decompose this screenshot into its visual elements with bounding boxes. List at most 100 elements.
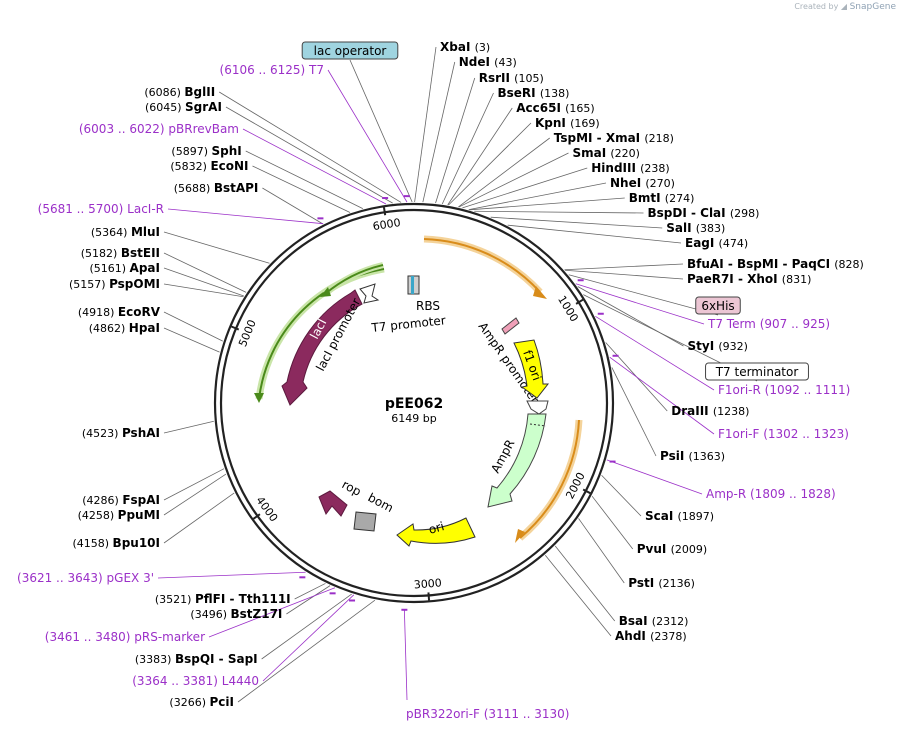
leader-line xyxy=(163,267,244,297)
feature-rbs-label: RBS xyxy=(416,299,440,313)
leader-line xyxy=(163,420,214,434)
primer-F1oriR-part: (1092 .. 1111) xyxy=(765,383,851,397)
primer-pBRrevBam-part: (6003 .. 6022) xyxy=(79,122,169,136)
snapgene-logo-icon: ◢ xyxy=(840,2,848,11)
leader-line xyxy=(507,224,682,244)
site-BseRI-part: (138) xyxy=(540,87,570,100)
primer-L4440-part: (3364 .. 3381) xyxy=(132,674,222,688)
leader-line xyxy=(448,122,532,206)
leader-line xyxy=(435,77,476,204)
feature-rbs-stripe xyxy=(411,276,414,294)
primer-F1oriR-part: F1ori-R xyxy=(718,383,765,397)
leader-line xyxy=(157,571,306,579)
site-Bpu10I-part: Bpu10I xyxy=(113,536,160,550)
site-BspQI: (3383) BspQI - SapI xyxy=(135,652,258,666)
primer-AmpR-part: Amp-R xyxy=(706,487,750,501)
site-TspMI-part: (218) xyxy=(644,132,674,145)
leader-line xyxy=(208,587,336,638)
feature-lacI xyxy=(281,289,363,406)
site-BseRI: BseRI (138) xyxy=(498,86,570,100)
site-EagI: EagI (474) xyxy=(685,236,748,250)
feature-bom-label: bom xyxy=(366,490,396,515)
ruler-tick xyxy=(252,513,261,520)
leader-line xyxy=(294,583,326,600)
boxed-feature-label: 6xHis xyxy=(701,299,734,313)
site-BseRI-part: BseRI xyxy=(498,86,540,100)
site-EcoRV-part: (4918) xyxy=(78,306,118,319)
site-SgrAI-part: (6045) xyxy=(145,101,185,114)
site-FspAI-part: FspAI xyxy=(122,493,160,507)
site-EagI-part: EagI xyxy=(685,236,719,250)
site-BsaI: BsaI (2312) xyxy=(619,614,689,628)
leader-line xyxy=(606,459,703,495)
site-BfuAI-part: BfuAI - BspMI - PaqCI xyxy=(687,257,834,271)
site-BglII-part: BglII xyxy=(184,85,215,99)
site-PsiI-part: PsiI xyxy=(660,449,688,463)
site-PsiI: PsiI (1363) xyxy=(660,449,725,463)
site-PvuI-part: PvuI xyxy=(637,542,671,556)
plasmid-name: pEE062 xyxy=(385,396,443,412)
leader-line xyxy=(163,327,220,353)
site-PciI-part: PciI xyxy=(210,695,235,709)
site-BstEII-part: BstEII xyxy=(121,246,160,260)
leader-line xyxy=(422,61,456,203)
site-MluI-part: (5364) xyxy=(91,226,131,239)
leader-line xyxy=(568,274,719,316)
site-SalI-part: SalI xyxy=(666,221,696,235)
site-NdeI: NdeI (43) xyxy=(459,55,517,69)
site-RsrII: RsrII (105) xyxy=(479,71,544,85)
site-PshAI-part: (4523) xyxy=(82,427,122,440)
site-labels: XbaI (3)NdeI (43)RsrII (105)BseRI (138)A… xyxy=(17,40,864,721)
leader-line xyxy=(262,187,323,225)
site-SphI-part: (5897) xyxy=(171,145,211,158)
site-ApaI: (5161) ApaI xyxy=(89,261,160,275)
primer-pBRrevBam: (6003 .. 6022) pBRrevBam xyxy=(79,122,239,136)
primer-L4440: (3364 .. 3381) L4440 xyxy=(132,674,259,688)
boxed-feature-label: lac operator xyxy=(314,44,387,58)
ruler-tick xyxy=(230,325,240,331)
leader-line xyxy=(490,216,663,229)
leader-line xyxy=(262,594,355,682)
primer-L4440-part: L4440 xyxy=(222,674,259,688)
leader-line xyxy=(163,492,235,544)
boxed-feature-box xyxy=(705,362,809,381)
backbone-outer xyxy=(213,202,615,604)
primer-T7-part: (6106 .. 6125) xyxy=(220,63,310,77)
site-SphI-part: SphI xyxy=(212,144,242,158)
site-FspAI: (4286) FspAI xyxy=(82,493,160,507)
site-AhdI: AhdI (2378) xyxy=(615,629,687,643)
ruler-label: 4000 xyxy=(253,494,280,524)
site-HpaI-part: HpaI xyxy=(129,321,160,335)
leader-line xyxy=(469,197,625,211)
site-Acc65I-part: (165) xyxy=(565,102,595,115)
leader-line xyxy=(564,269,684,280)
site-HindIII: HindIII (238) xyxy=(591,161,669,175)
site-BspDI: BspDI - ClaI (298) xyxy=(648,206,760,220)
plasmid-size: 6149 bp xyxy=(391,412,436,425)
site-TspMI: TspMI - XmaI (218) xyxy=(554,131,674,145)
site-BstZ17I-part: (3496) xyxy=(190,608,230,621)
site-BspQI-part: (3383) xyxy=(135,653,175,666)
site-EcoNI-part: EcoNI xyxy=(210,159,248,173)
site-Bpu10I-part: (4158) xyxy=(72,537,112,550)
feature-arc-orange-top-head xyxy=(533,286,547,299)
site-BmtI-part: (274) xyxy=(665,192,695,205)
primer-T7Term: T7 Term (907 .. 925) xyxy=(707,317,830,331)
leader-line xyxy=(163,231,270,264)
site-NdeI-part: (43) xyxy=(494,56,517,69)
site-PstI: PstI (2136) xyxy=(628,576,695,590)
site-SgrAI: (6045) SgrAI xyxy=(145,100,222,114)
site-BglII-part: (6086) xyxy=(144,86,184,99)
feature-ampr-start xyxy=(526,400,549,415)
site-StyI-part: StyI xyxy=(688,339,719,353)
site-BstEII: (5182) BstEII xyxy=(81,246,160,260)
leader-line xyxy=(458,152,569,208)
primer-pGEX3-part: pGEX 3' xyxy=(107,571,154,585)
leader-line xyxy=(286,585,331,615)
leader-line xyxy=(163,468,225,501)
site-BspDI-part: BspDI - ClaI xyxy=(648,206,730,220)
leader-line xyxy=(167,208,324,225)
leader-line xyxy=(163,283,244,298)
site-ScaI-part: ScaI xyxy=(645,509,678,523)
primer-F1oriF-part: F1ori-F xyxy=(718,427,763,441)
